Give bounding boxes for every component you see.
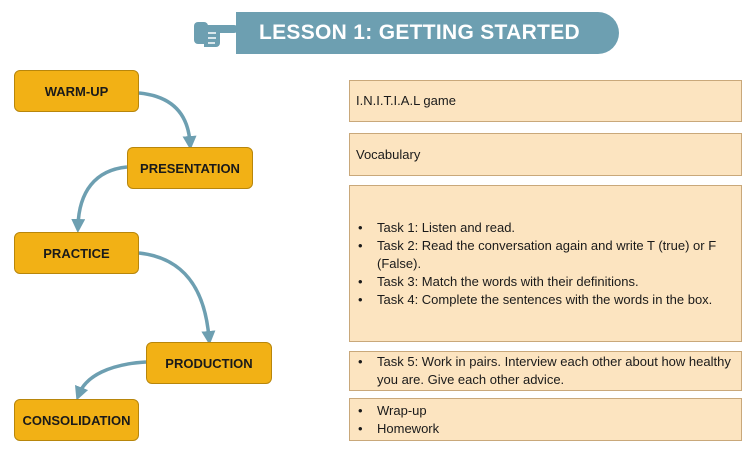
stage-label: WARM-UP bbox=[44, 83, 109, 99]
list-item: Task 3: Match the words with their defin… bbox=[356, 273, 733, 291]
stage-warmup: WARM-UP bbox=[14, 70, 139, 112]
stage-production: PRODUCTION bbox=[146, 342, 272, 384]
list-item: Task 1: Listen and read. bbox=[356, 219, 733, 237]
title-banner: LESSON 1: GETTING STARTED bbox=[236, 12, 619, 54]
production-task-list: Task 5: Work in pairs. Interview each ot… bbox=[356, 353, 733, 389]
list-item: Wrap-up bbox=[356, 402, 733, 420]
activity-consolidation: Wrap-up Homework bbox=[349, 398, 742, 441]
stage-presentation: PRESENTATION bbox=[127, 147, 253, 189]
arrow-practice-to-production bbox=[138, 251, 216, 345]
activity-text: Vocabulary bbox=[356, 146, 421, 162]
arrow-warmup-to-presentation bbox=[138, 91, 197, 150]
activity-production: Task 5: Work in pairs. Interview each ot… bbox=[349, 351, 742, 391]
arrow-presentation-to-practice bbox=[71, 165, 128, 233]
lesson-title: LESSON 1: GETTING STARTED bbox=[259, 21, 580, 44]
arrow-production-to-consolidation bbox=[75, 360, 147, 401]
stage-consolidation: CONSOLIDATION bbox=[14, 399, 139, 441]
stage-label: PRESENTATION bbox=[140, 160, 240, 176]
list-item: Task 5: Work in pairs. Interview each ot… bbox=[356, 353, 733, 389]
activity-presentation: Vocabulary bbox=[349, 133, 742, 176]
activity-warmup: I.N.I.T.I.A.L game bbox=[349, 80, 742, 122]
activity-text: I.N.I.T.I.A.L game bbox=[356, 93, 456, 108]
stage-label: PRACTICE bbox=[43, 245, 110, 261]
activity-practice: Task 1: Listen and read. Task 2: Read th… bbox=[349, 185, 742, 342]
pointing-hand-icon bbox=[194, 22, 238, 47]
list-item: Homework bbox=[356, 420, 733, 438]
consolidation-task-list: Wrap-up Homework bbox=[356, 402, 733, 438]
list-item: Task 4: Complete the sentences with the … bbox=[356, 291, 733, 309]
stage-label: CONSOLIDATION bbox=[22, 412, 131, 428]
list-item: Task 2: Read the conversation again and … bbox=[356, 237, 733, 273]
stage-label: PRODUCTION bbox=[165, 355, 253, 371]
practice-task-list: Task 1: Listen and read. Task 2: Read th… bbox=[356, 219, 733, 309]
stage-practice: PRACTICE bbox=[14, 232, 139, 274]
